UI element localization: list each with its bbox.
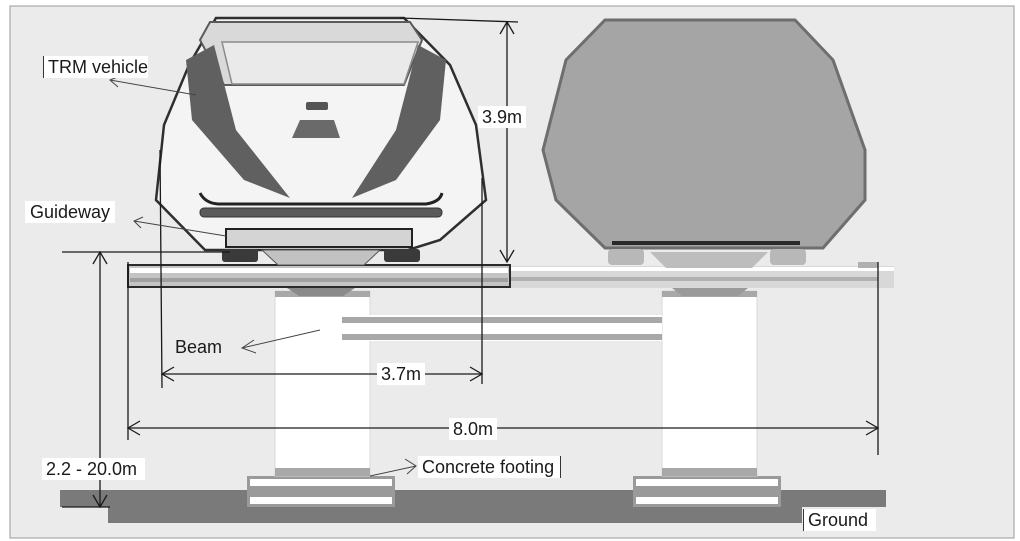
left-concrete-footing: [247, 476, 395, 507]
label-pillar-height: 2.2 - 20.0m: [42, 458, 146, 480]
label-trm-vehicle: TRM vehicle: [43, 56, 149, 78]
label-beam: Beam: [175, 337, 223, 357]
right-beam: [508, 262, 894, 296]
crossbeam: [342, 315, 662, 341]
label-guideway: Guideway: [25, 201, 116, 223]
right-concrete-footing: [633, 476, 781, 507]
second-vehicle: [541, 18, 867, 268]
right-pillar: [661, 290, 758, 477]
label-height-3-9m: 3.9m: [478, 106, 527, 128]
ground-strip-lower: [108, 507, 802, 523]
label-concrete-footing: Concrete footing: [418, 456, 562, 478]
label-width-8-0m: 8.0m: [449, 418, 498, 440]
label-width-3-7m: 3.7m: [377, 363, 426, 385]
label-ground: Ground: [803, 509, 877, 531]
main-beam: [127, 264, 511, 296]
trm-vehicle: [154, 16, 488, 266]
